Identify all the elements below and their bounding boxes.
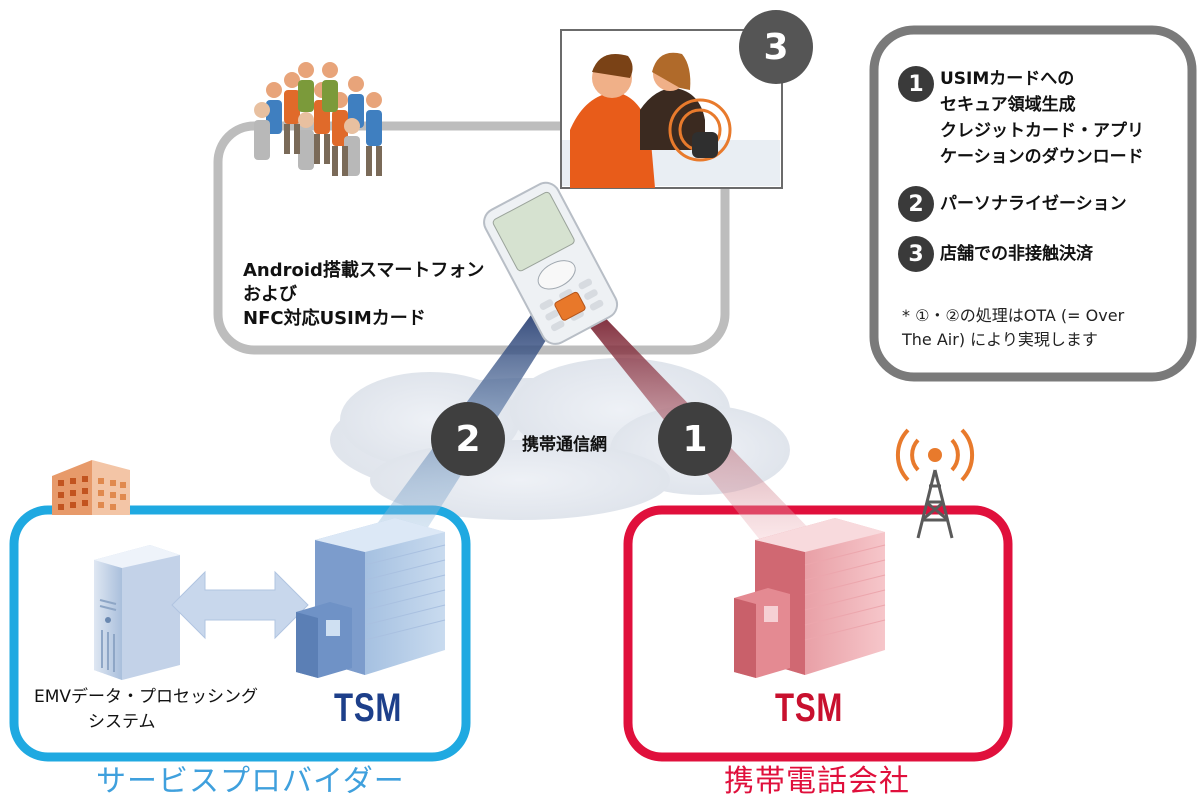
step1-badge: 1 xyxy=(658,402,732,476)
legend-note-line2: The Air) により実現します xyxy=(902,330,1098,349)
smartphone-panel xyxy=(213,121,730,355)
server-icon xyxy=(94,545,180,680)
antenna-tower-icon xyxy=(895,428,975,539)
legend-item1-line2: セキュア領域生成 xyxy=(940,95,1076,115)
service-provider-frame xyxy=(9,505,471,762)
office-building-icon xyxy=(52,460,130,515)
double-arrow-icon xyxy=(171,570,309,640)
legend-panel xyxy=(869,25,1197,382)
step2-badge: 2 xyxy=(431,402,505,476)
legend-item3-text: 店舗での非接触決済 xyxy=(940,244,1093,264)
legend-item1-line4: ケーションのダウンロード xyxy=(940,147,1144,167)
service-provider-footer: サービスプロバイダー xyxy=(96,764,405,799)
network-label: 携帯通信網 xyxy=(522,435,607,455)
step3-badge: 3 xyxy=(739,10,813,84)
people-crowd-icon xyxy=(254,62,382,176)
legend-badge-2: 2 xyxy=(898,186,934,222)
legend-badge-1: 1 xyxy=(898,66,934,102)
red-tsm-building-icon xyxy=(734,518,886,678)
legend-item1-line3: クレジットカード・アプリ xyxy=(940,121,1144,141)
legend-item2-text: パーソナライゼーション xyxy=(940,194,1127,214)
store-photo xyxy=(560,29,783,189)
server-label-line2: システム xyxy=(88,712,156,732)
smartphone-label-line1: Android搭載スマートフォン xyxy=(243,260,485,281)
carrier-tsm-label: TSM xyxy=(775,686,844,730)
carrier-frame xyxy=(623,505,1013,762)
smartphone-icon xyxy=(483,181,619,345)
blue-tsm-building-icon xyxy=(296,518,446,678)
smartphone-label-line2: および xyxy=(243,284,297,305)
carrier-footer: 携帯電話会社 xyxy=(724,764,910,799)
legend-badge-3: 3 xyxy=(898,236,934,272)
legend-item1-line1: USIMカードへの xyxy=(940,69,1075,89)
service-provider-tsm-label: TSM xyxy=(334,686,403,730)
legend-note-line1: * ①・②の処理はOTA (= Over xyxy=(902,306,1125,325)
smartphone-label-line3: NFC対応USIMカード xyxy=(243,308,426,329)
server-label-line1: EMVデータ・プロセッシング xyxy=(34,687,259,707)
